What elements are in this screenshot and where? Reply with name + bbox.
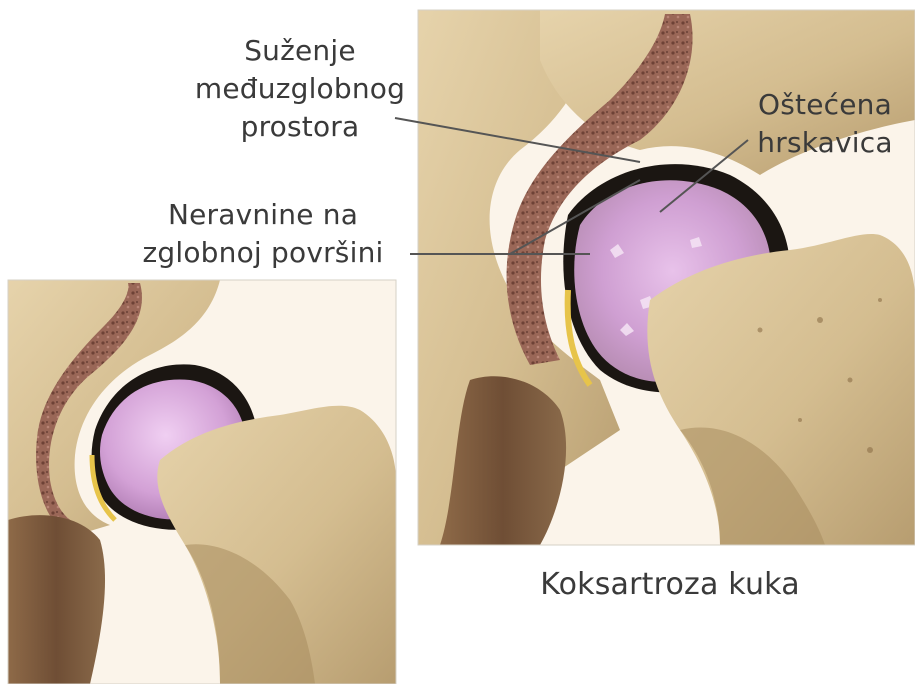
label-line: zglobnoj površini: [118, 234, 408, 272]
figure-caption: Koksartroza kuka: [500, 566, 840, 604]
label-uneven-joint-surface: Neravnine na zglobnoj površini: [118, 196, 408, 272]
label-line: međuzglobnog: [180, 70, 420, 108]
healthy-hip-panel: [8, 280, 396, 684]
label-line: prostora: [180, 108, 420, 146]
label-line: hrskavica: [735, 124, 915, 162]
label-line: Oštećena: [735, 86, 915, 124]
label-damaged-cartilage: Oštećena hrskavica: [735, 86, 915, 162]
label-joint-space-narrowing: Suženje međuzglobnog prostora: [180, 32, 420, 146]
label-line: Suženje: [180, 32, 420, 70]
label-line: Neravnine na: [118, 196, 408, 234]
healthy-ischium: [8, 515, 105, 684]
